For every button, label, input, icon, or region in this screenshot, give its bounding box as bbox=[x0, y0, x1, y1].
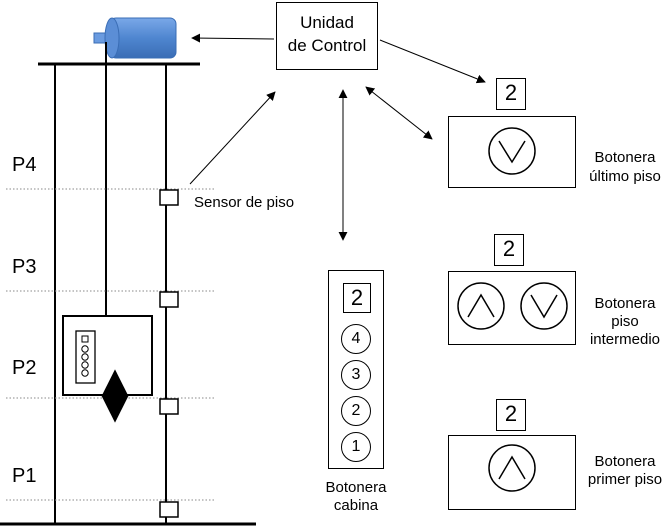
ground-floor-panel bbox=[448, 435, 576, 510]
middle-floor-up-button[interactable] bbox=[457, 282, 505, 330]
chevron-down-icon bbox=[530, 294, 558, 319]
sensor-label: Sensor de piso bbox=[194, 194, 295, 211]
elevator-cabin bbox=[62, 315, 153, 423]
cabin-panel-label-1: Botonera bbox=[325, 479, 387, 496]
cabin-button-4[interactable]: 4 bbox=[341, 324, 371, 354]
chevron-up-icon bbox=[498, 455, 526, 480]
cabin-button-1[interactable]: 1 bbox=[341, 432, 371, 462]
middle-floor-down-button[interactable] bbox=[520, 282, 568, 330]
arrow-sensor-to-control bbox=[189, 91, 276, 185]
floor-label-p4: P4 bbox=[12, 154, 37, 176]
ground-floor-label-1: Botonera bbox=[594, 453, 656, 470]
top-floor-label-2: último piso bbox=[589, 168, 661, 185]
middle-floor-label-3: intermedio bbox=[589, 331, 661, 348]
cabin-panel-label-2: cabina bbox=[333, 497, 379, 514]
arrow-control-to-display bbox=[379, 39, 486, 84]
top-floor-label-1: Botonera bbox=[594, 149, 656, 166]
control-unit-label-1: Unidad bbox=[300, 13, 354, 32]
cabin-button-2[interactable]: 2 bbox=[341, 396, 371, 426]
motor-icon bbox=[93, 17, 177, 59]
floor-sensor bbox=[159, 291, 179, 308]
ground-floor-label-2: primer piso bbox=[587, 471, 663, 488]
middle-floor-label-2: piso bbox=[611, 313, 639, 330]
arrow-control-to-motor bbox=[191, 33, 275, 43]
top-floor-display: 2 bbox=[496, 78, 526, 110]
middle-floor-label-1: Botonera bbox=[594, 295, 656, 312]
cabin-display: 2 bbox=[343, 283, 371, 313]
control-unit-box bbox=[276, 2, 378, 70]
connection-arrows bbox=[189, 33, 486, 241]
shaft-structure bbox=[0, 42, 256, 526]
top-floor-panel bbox=[448, 116, 576, 188]
floor-sensor bbox=[159, 189, 179, 206]
cabin-button-3[interactable]: 3 bbox=[341, 360, 371, 390]
middle-floor-display: 2 bbox=[494, 234, 524, 266]
floor-label-p3: P3 bbox=[12, 256, 37, 278]
floor-sensor bbox=[159, 398, 179, 415]
middle-floor-panel bbox=[448, 271, 576, 345]
control-unit-label-2: de Control bbox=[287, 36, 367, 55]
floor-sensors bbox=[159, 189, 179, 518]
floor-label-p2: P2 bbox=[12, 357, 37, 379]
ground-floor-up-button[interactable] bbox=[488, 444, 536, 492]
floor-label-p1: P1 bbox=[12, 465, 37, 487]
chevron-up-icon bbox=[467, 293, 495, 318]
arrow-control-top-panel bbox=[365, 86, 433, 140]
top-floor-down-button[interactable] bbox=[488, 127, 536, 175]
ground-floor-display: 2 bbox=[496, 399, 526, 431]
floor-sensor bbox=[159, 501, 179, 518]
chevron-down-icon bbox=[498, 140, 526, 164]
